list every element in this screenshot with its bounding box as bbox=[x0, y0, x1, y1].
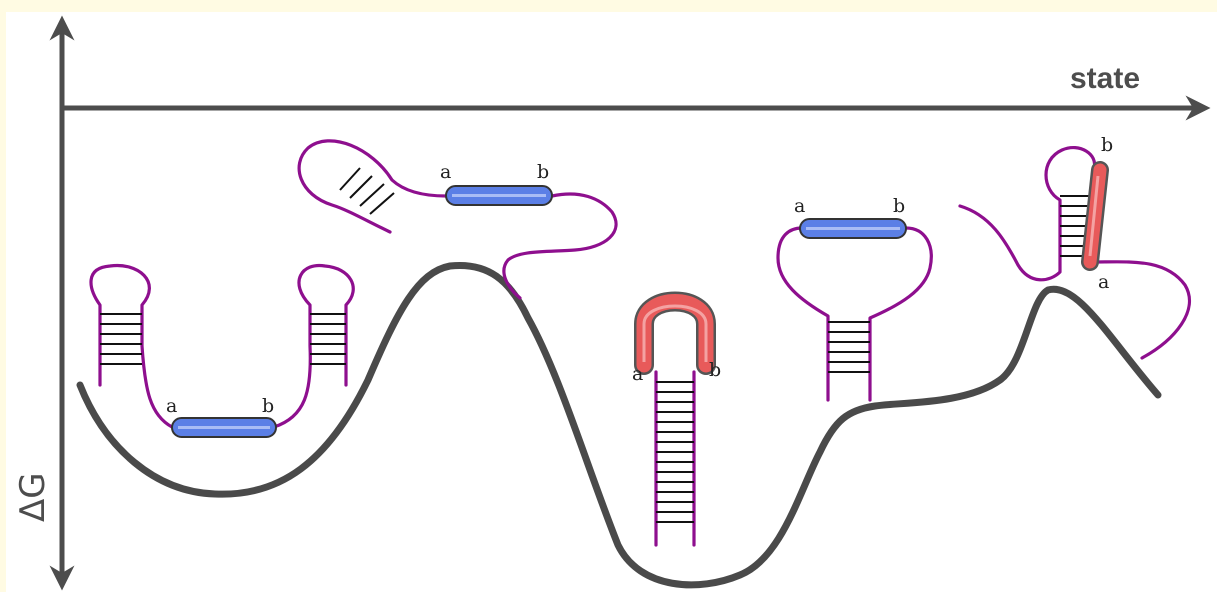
state-1-site-label-a: a bbox=[166, 395, 177, 417]
state-5-site-label-a: a bbox=[1098, 271, 1109, 293]
state-2-site-label-a: a bbox=[440, 161, 451, 183]
axes: state ΔG bbox=[13, 28, 1198, 578]
state-2-site-label-b: b bbox=[537, 161, 549, 183]
state-3-structure: a b bbox=[632, 302, 721, 546]
state-1-stem-right bbox=[310, 314, 346, 364]
state-5-site-label-b: b bbox=[1101, 134, 1113, 156]
state-3-site-label-a: a bbox=[632, 363, 643, 385]
state-axis-label: state bbox=[1070, 62, 1140, 95]
state-4-strand bbox=[778, 228, 931, 400]
state-4-site-label-a: a bbox=[794, 195, 805, 217]
state-4-structure: a b bbox=[778, 195, 931, 400]
state-1-structure: a b bbox=[91, 265, 353, 437]
state-3-strand bbox=[656, 372, 694, 545]
state-2-stem bbox=[340, 168, 394, 214]
state-5-structure: b a bbox=[960, 134, 1189, 358]
state-1-stem-left bbox=[100, 314, 142, 364]
state-1-site-label-b: b bbox=[262, 395, 274, 417]
state-1-strand bbox=[91, 265, 353, 427]
state-5-strand bbox=[960, 148, 1189, 358]
state-3-stem bbox=[656, 382, 694, 522]
state-4-stem bbox=[828, 322, 870, 372]
state-4-site-label-b: b bbox=[893, 195, 905, 217]
delta-g-axis-label: ΔG bbox=[13, 472, 53, 522]
state-3-site-label-b: b bbox=[709, 359, 721, 381]
